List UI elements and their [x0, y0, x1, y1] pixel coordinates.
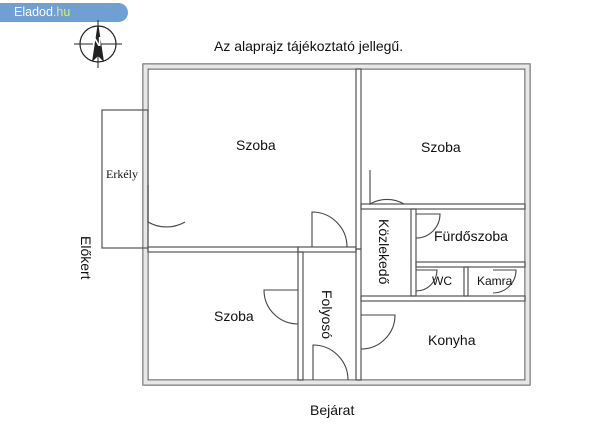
room-label-szoba-1: Szoba: [236, 137, 276, 153]
door-furdoszoba: [415, 213, 441, 239]
room-label-szoba-2: Szoba: [421, 139, 461, 155]
room-label-kamra: Kamra: [477, 274, 513, 288]
label-bejarat: Bejárat: [310, 402, 354, 418]
room-label-erkely: Erkély: [106, 167, 138, 181]
door-szoba-top-right: [369, 170, 405, 205]
disclaimer-note: Az alaprajz tájékoztató jellegű.: [214, 38, 404, 54]
room-label-furdoszoba: Fürdőszoba: [434, 228, 508, 244]
room-label-wc: WC: [432, 274, 452, 288]
door-wc: [415, 269, 438, 292]
door-szoba-top-left: [311, 211, 348, 248]
room-label-konyha: Konyha: [428, 332, 476, 348]
doors: [147, 170, 517, 381]
door-szoba-bottom-left: [263, 289, 299, 325]
interior-walls: [147, 68, 526, 381]
compass-letter: N: [92, 34, 101, 49]
brand-name: Eladod: [14, 5, 53, 19]
balcony: [101, 109, 149, 249]
north-arrow-icon: N: [74, 20, 122, 68]
door-entrance: [312, 344, 349, 381]
room-label-folyoso: Folyosó: [319, 290, 335, 339]
wall-hatch: [143, 64, 530, 385]
door-kamra: [492, 269, 517, 294]
room-label-kozlekedo: Közlekedő: [376, 219, 392, 285]
brand-badge[interactable]: Eladod.hu: [0, 3, 128, 22]
label-elokert: Előkert: [78, 236, 94, 280]
room-label-szoba-3: Szoba: [214, 308, 254, 324]
door-konyha: [360, 314, 396, 350]
brand-tld: .hu: [52, 5, 71, 19]
door-balcony: [147, 185, 186, 228]
